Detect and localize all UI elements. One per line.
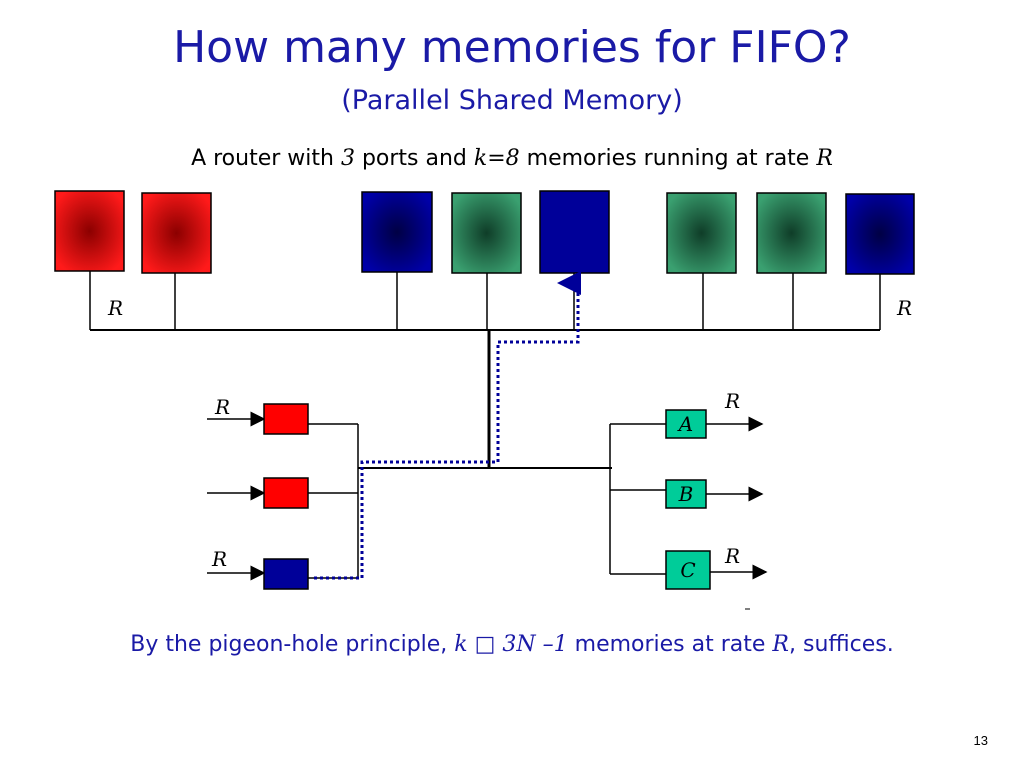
- slide-subtitle: (Parallel Shared Memory): [341, 85, 683, 116]
- memory-bank-2: [141, 192, 212, 274]
- intro-text: A router with 3 ports and k=8 memories r…: [0, 144, 1024, 174]
- memory-banks: [54, 190, 915, 275]
- output-queue-label-b: B: [678, 482, 694, 506]
- rate-label-input-3: R: [211, 547, 227, 571]
- page-number: 13: [973, 733, 988, 748]
- output-queue-label-c: C: [680, 558, 695, 582]
- intro-k: k=8: [473, 146, 520, 171]
- rate-label-output-1: R: [724, 389, 740, 413]
- conclusion-text: By the pigeon-hole principle, k □ 3N –1 …: [0, 630, 1024, 660]
- conclusion-pre: By the pigeon-hole principle,: [130, 632, 455, 657]
- conclusion-mid: memories at rate: [567, 632, 773, 657]
- intro-ports: 3: [340, 146, 355, 171]
- packet-path-dotted: [314, 271, 581, 580]
- memory-bank-3: [361, 191, 433, 273]
- output-queue-label-a: A: [677, 412, 693, 436]
- output-queue-b: [665, 479, 707, 509]
- rate-label-output-3: R: [724, 544, 740, 568]
- intro-post: memories running at rate: [519, 146, 817, 171]
- rate-label-bus-left: R: [107, 296, 123, 320]
- rate-label-input-1: R: [214, 395, 230, 419]
- memory-bank-7: [756, 192, 827, 274]
- intro-mid: ports and: [354, 146, 474, 171]
- conclusion-formula: k □ 3N –1: [454, 632, 568, 657]
- memory-bank-4: [451, 192, 522, 274]
- intro-pre: A router with: [191, 146, 341, 171]
- output-queue-a: [665, 409, 707, 439]
- input-packet-1: [263, 403, 309, 435]
- input-packets: [263, 403, 309, 590]
- intro-rate: R: [816, 146, 833, 171]
- memory-bank-6: [666, 192, 737, 274]
- input-packet-2: [263, 477, 309, 509]
- slide-title: How many memories for FIFO?: [173, 22, 851, 73]
- memory-bank-5: [539, 190, 610, 274]
- memory-connectors: [89, 270, 881, 330]
- input-packet-3: [263, 558, 309, 590]
- output-ports: [609, 423, 666, 575]
- rate-label-bus-right: R: [896, 296, 912, 320]
- output-queues: A B C: [665, 409, 711, 590]
- input-ports: [308, 423, 359, 579]
- memory-bank-1: [54, 190, 125, 272]
- output-queue-c: [665, 550, 711, 590]
- conclusion-rate: R: [772, 632, 789, 657]
- memory-bank-8: [845, 193, 915, 275]
- conclusion-post: , suffices.: [789, 632, 894, 657]
